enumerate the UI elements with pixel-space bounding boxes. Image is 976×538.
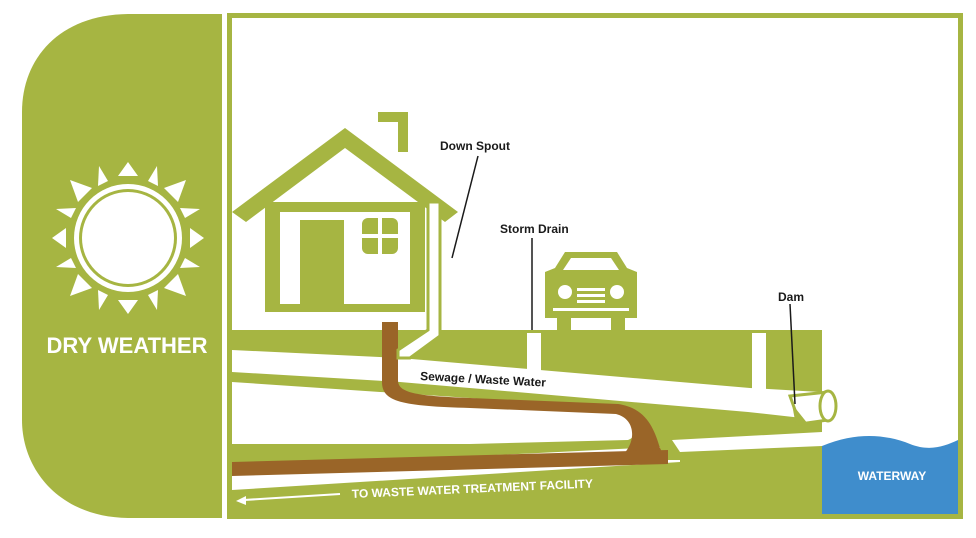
- door: [300, 220, 344, 306]
- down-spout-leader: [451, 155, 479, 259]
- dam-label: Dam: [778, 290, 804, 304]
- panel-title: DRY WEATHER: [47, 333, 208, 358]
- dam-leader: [789, 303, 796, 405]
- outfall-pipe: [787, 389, 838, 426]
- combined-channel: [232, 382, 637, 444]
- storm-channel: [232, 350, 820, 420]
- down-spout-label: Down Spout: [440, 139, 510, 153]
- house: [232, 112, 458, 312]
- sewage-flow: [382, 322, 668, 464]
- storm-drain-label: Storm Drain: [500, 222, 569, 236]
- down-spout-pipe: [396, 200, 442, 360]
- treatment-arrow-icon: [236, 493, 341, 505]
- combined-arrow-icon: [504, 417, 572, 428]
- interceptor-void: [672, 432, 822, 452]
- dam-shaft: [752, 333, 766, 393]
- treatment-flow: [232, 450, 668, 476]
- car-icon: [545, 252, 637, 332]
- waterway: [822, 435, 958, 514]
- storm-drain-shaft: [527, 333, 541, 373]
- waterway-label: WATERWAY: [858, 469, 926, 483]
- sewage-label: Sewage / Waste Water: [420, 369, 547, 390]
- sun-icon: [52, 162, 204, 314]
